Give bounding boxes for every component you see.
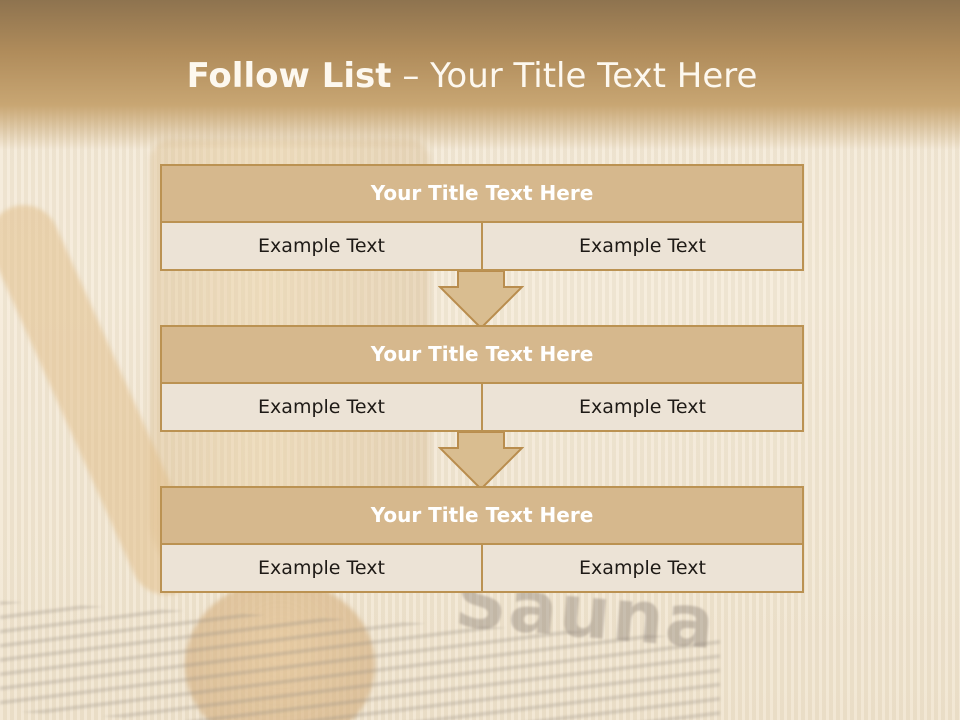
block-cell-left: Example Text: [162, 384, 481, 430]
title-main: Follow List: [186, 56, 392, 96]
header-band: [0, 0, 960, 150]
list-block-2: Your Title Text Here Example Text Exampl…: [160, 325, 804, 432]
ladle-bowl: [185, 580, 375, 720]
block-cell-right: Example Text: [481, 545, 802, 591]
block-cell-left: Example Text: [162, 223, 481, 269]
title-sub: Your Title Text Here: [430, 56, 758, 96]
block-cell-left: Example Text: [162, 545, 481, 591]
block-row: Example Text Example Text: [162, 545, 802, 591]
list-block-3: Your Title Text Here Example Text Exampl…: [160, 486, 804, 593]
block-title: Your Title Text Here: [162, 166, 802, 223]
block-title: Your Title Text Here: [162, 327, 802, 384]
slide-title: Follow List – Your Title Text Here: [0, 56, 944, 96]
down-arrow-icon: [438, 271, 524, 329]
list-block-1: Your Title Text Here Example Text Exampl…: [160, 164, 804, 271]
block-cell-right: Example Text: [481, 384, 802, 430]
block-cell-right: Example Text: [481, 223, 802, 269]
block-row: Example Text Example Text: [162, 223, 802, 269]
block-title: Your Title Text Here: [162, 488, 802, 545]
block-row: Example Text Example Text: [162, 384, 802, 430]
down-arrow-icon: [438, 432, 524, 490]
title-dash: –: [391, 56, 431, 96]
